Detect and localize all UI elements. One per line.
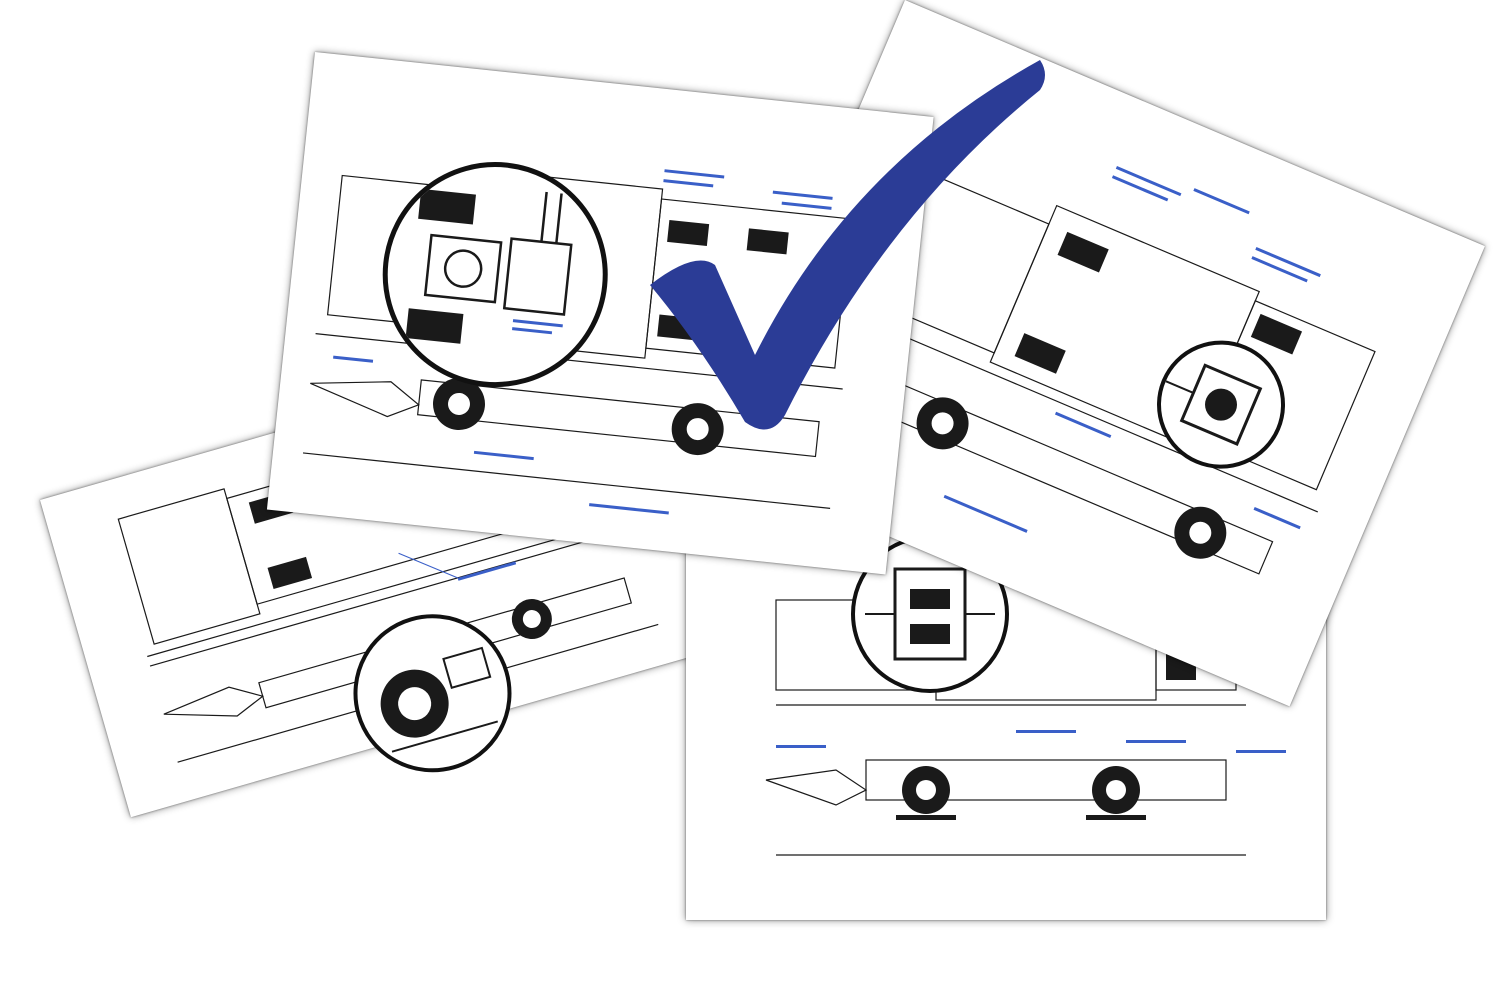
sheet-top-center bbox=[266, 52, 934, 575]
detail-circle-top-center bbox=[371, 150, 619, 399]
detail-circle-bottom-left bbox=[334, 595, 531, 792]
detail-circle-top-right bbox=[1137, 320, 1305, 489]
